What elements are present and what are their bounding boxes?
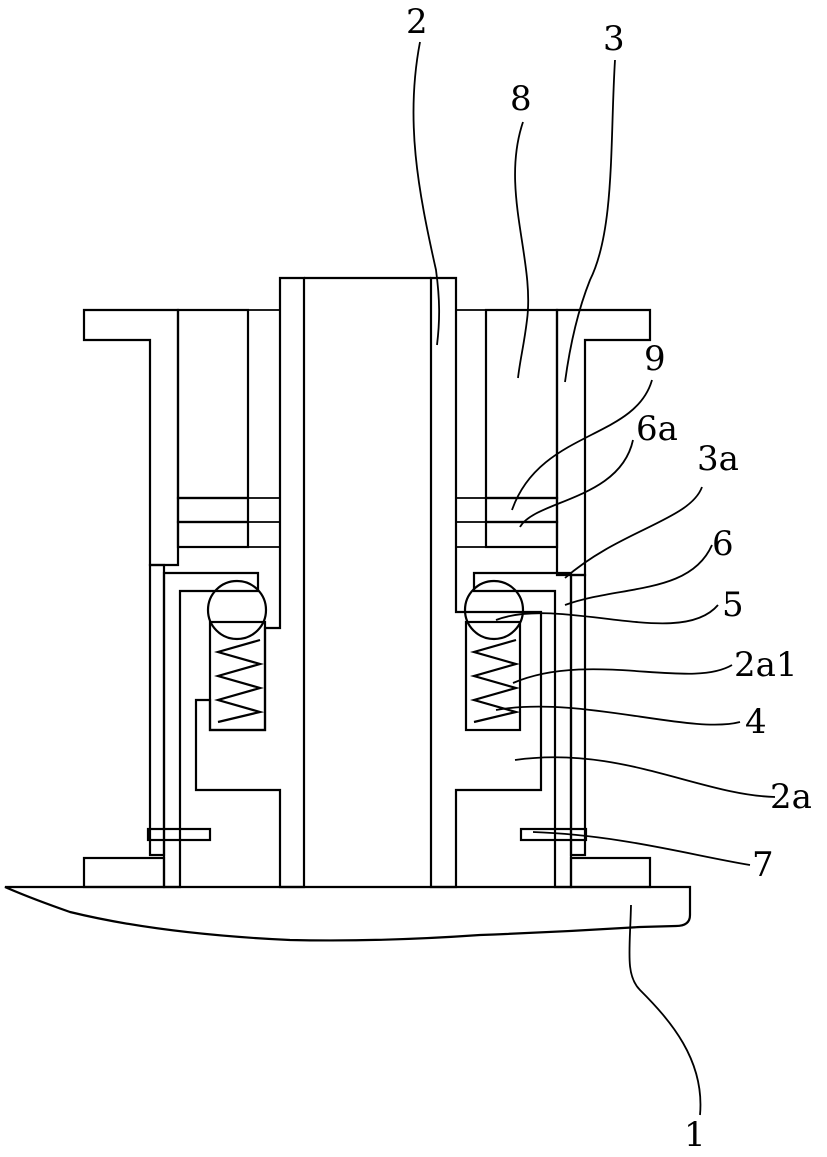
right-ball [465, 581, 523, 639]
label-2: 2 [406, 2, 428, 42]
base-plate [5, 887, 690, 940]
label-3: 3 [603, 19, 625, 59]
right-spring [474, 640, 516, 722]
left-insert-block [178, 310, 248, 498]
label-7: 7 [752, 845, 774, 885]
label-2a1: 2a1 [734, 645, 798, 685]
label-5: 5 [722, 585, 744, 625]
label-9: 9 [644, 339, 666, 379]
right-insert-block [486, 310, 557, 498]
label-8: 8 [510, 79, 532, 119]
outer-housing [84, 310, 650, 887]
left-ball [208, 581, 266, 639]
label-3a: 3a [697, 439, 739, 479]
left-spring [218, 640, 260, 722]
reference-labels: 2 3 8 9 6a 3a 6 5 2a1 4 2a 7 1 [406, 2, 812, 1152]
label-2a: 2a [770, 777, 812, 817]
leader-lines [413, 42, 775, 1115]
label-4: 4 [745, 702, 767, 742]
seal-rings [178, 310, 557, 547]
label-6: 6 [712, 524, 734, 564]
label-1: 1 [684, 1115, 706, 1152]
label-6a: 6a [636, 409, 678, 449]
